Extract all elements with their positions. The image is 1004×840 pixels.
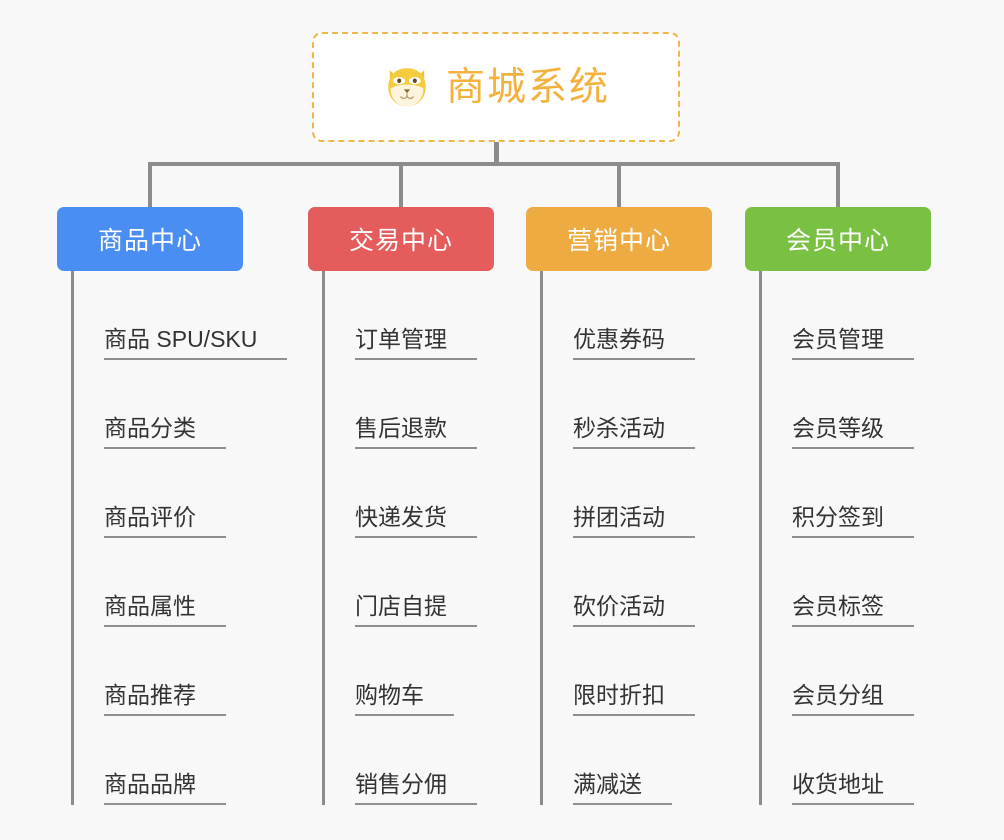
leaf-item[interactable]: 商品推荐	[74, 627, 331, 716]
leaf-item-label: 会员管理	[792, 326, 914, 360]
leaf-item[interactable]: 收货地址	[762, 716, 999, 805]
leaf-item[interactable]: 商品分类	[74, 360, 331, 449]
column-header-marketing-center[interactable]: 营销中心	[526, 207, 712, 271]
leaf-item[interactable]: 优惠券码	[543, 271, 780, 360]
root-node-title: 商城系统	[445, 65, 610, 109]
leaf-item[interactable]: 秒杀活动	[543, 360, 780, 449]
column-body-marketing-center: 优惠券码 秒杀活动 拼团活动 砍价活动 限时折扣 满减送	[540, 271, 780, 805]
leaf-item-label: 积分签到	[792, 504, 914, 538]
leaf-item-label: 快递发货	[355, 504, 477, 538]
leaf-item-label: 砍价活动	[573, 593, 695, 627]
leaf-item[interactable]: 销售分佣	[325, 716, 562, 805]
column-header-label: 交易中心	[348, 227, 453, 255]
leaf-item[interactable]: 会员管理	[762, 271, 999, 360]
leaf-item-label: 秒杀活动	[573, 415, 695, 449]
leaf-item[interactable]: 满减送	[543, 716, 780, 805]
connector-horizontal-bus	[148, 162, 840, 166]
leaf-item-label: 订单管理	[355, 326, 477, 360]
connector-drop-column-1	[148, 162, 152, 210]
leaf-item[interactable]: 订单管理	[325, 271, 562, 360]
leaf-item[interactable]: 商品品牌	[74, 716, 331, 805]
leaf-item[interactable]: 购物车	[325, 627, 562, 716]
leaf-item-label: 购物车	[355, 682, 454, 716]
leaf-item-label: 商品属性	[104, 593, 226, 627]
shiba-dog-face-icon	[388, 68, 426, 107]
leaf-item-label: 商品 SPU/SKU	[104, 326, 288, 360]
connector-root-stem	[494, 142, 499, 165]
leaf-item[interactable]: 售后退款	[325, 360, 562, 449]
leaf-item-label: 会员标签	[792, 593, 914, 627]
leaf-item-label: 商品品牌	[104, 771, 226, 805]
leaf-item[interactable]: 积分签到	[762, 449, 999, 538]
leaf-item-label: 商品分类	[104, 415, 226, 449]
leaf-item[interactable]: 商品评价	[74, 449, 331, 538]
leaf-item-label: 优惠券码	[573, 326, 695, 360]
leaf-item-label: 商品评价	[104, 504, 226, 538]
column-header-product-center[interactable]: 商品中心	[57, 207, 243, 271]
leaf-item[interactable]: 会员分组	[762, 627, 999, 716]
column-body-member-center: 会员管理 会员等级 积分签到 会员标签 会员分组 收货地址	[759, 271, 999, 805]
leaf-item[interactable]: 会员标签	[762, 538, 999, 627]
leaf-item-label: 销售分佣	[355, 771, 477, 805]
leaf-item[interactable]: 快递发货	[325, 449, 562, 538]
leaf-item-label: 会员等级	[792, 415, 914, 449]
leaf-item[interactable]: 限时折扣	[543, 627, 780, 716]
leaf-item[interactable]: 商品 SPU/SKU	[74, 271, 331, 360]
column-header-label: 会员中心	[785, 227, 890, 255]
column-header-member-center[interactable]: 会员中心	[745, 207, 931, 271]
leaf-item-label: 限时折扣	[573, 682, 695, 716]
leaf-item-label: 售后退款	[355, 415, 477, 449]
leaf-item-label: 门店自提	[355, 593, 477, 627]
leaf-item[interactable]: 商品属性	[74, 538, 331, 627]
column-body-transaction-center: 订单管理 售后退款 快递发货 门店自提 购物车 销售分佣	[322, 271, 562, 805]
column-header-transaction-center[interactable]: 交易中心	[308, 207, 494, 271]
leaf-item[interactable]: 门店自提	[325, 538, 562, 627]
column-body-product-center: 商品 SPU/SKU 商品分类 商品评价 商品属性 商品推荐 商品品牌	[71, 271, 331, 805]
column-header-label: 营销中心	[566, 227, 671, 255]
leaf-item-label: 收货地址	[792, 771, 914, 805]
root-node-shopping-mall-system[interactable]: 商城系统	[312, 32, 680, 142]
leaf-item-label: 商品推荐	[104, 682, 226, 716]
connector-drop-column-2	[399, 162, 403, 210]
leaf-item[interactable]: 砍价活动	[543, 538, 780, 627]
connector-drop-column-3	[617, 162, 621, 210]
leaf-item-label: 会员分组	[792, 682, 914, 716]
column-header-label: 商品中心	[97, 227, 202, 255]
leaf-item-label: 拼团活动	[573, 504, 695, 538]
leaf-item[interactable]: 会员等级	[762, 360, 999, 449]
leaf-item-label: 满减送	[573, 771, 672, 805]
leaf-item[interactable]: 拼团活动	[543, 449, 780, 538]
connector-drop-column-4	[836, 162, 840, 210]
